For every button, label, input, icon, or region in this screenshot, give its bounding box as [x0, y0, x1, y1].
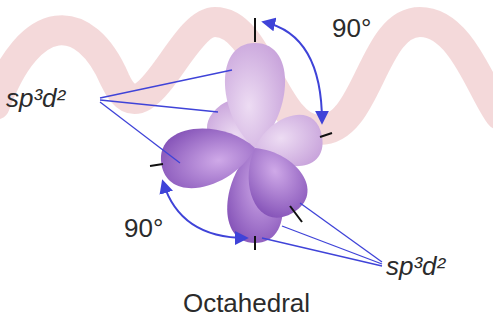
angle-arrow [264, 22, 322, 122]
hybrid-label: sp³d² [6, 84, 65, 113]
caption: Octahedral [0, 288, 493, 319]
orbital-lobe [231, 134, 317, 227]
angle-label: 90° [124, 214, 163, 243]
leader-lines [100, 70, 382, 266]
angle-label: 90° [332, 14, 371, 43]
angle-arrow [163, 182, 246, 238]
axis-ticks [150, 18, 332, 250]
hybrid-label: sp³d² [386, 252, 445, 281]
